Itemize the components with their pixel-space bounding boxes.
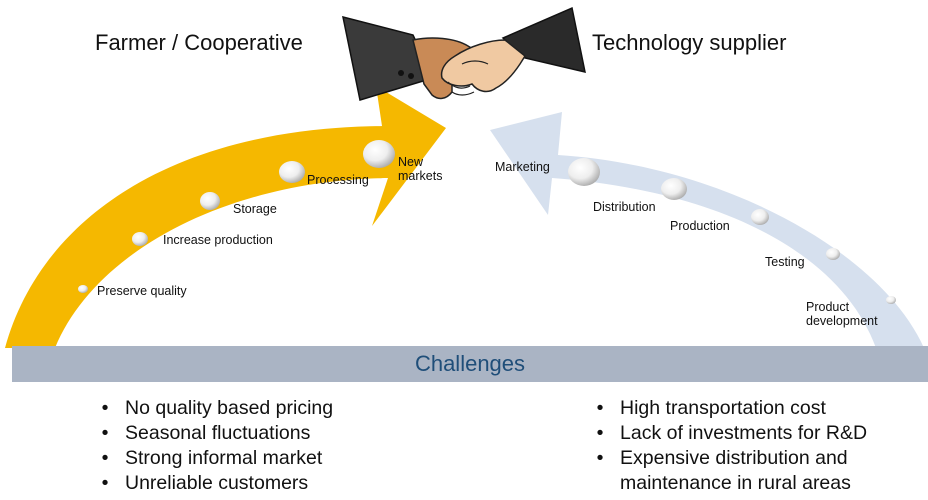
left-progress-arrow	[5, 86, 446, 348]
list-item: • Expensive distribution and	[590, 446, 867, 471]
right-step-marker-2	[661, 178, 687, 200]
bullet-icon: •	[101, 397, 109, 419]
right-step-label-2: Distribution	[593, 200, 656, 214]
challenge-text: No quality based pricing	[125, 397, 334, 419]
left-step-marker-3	[200, 192, 220, 210]
list-item: • Strong informal market	[95, 446, 333, 471]
list-item: • Lack of investments for R&D	[590, 421, 868, 446]
challenge-text: Seasonal fluctuations	[125, 422, 311, 444]
left-step-label-5: New markets	[398, 155, 443, 183]
handshake-icon	[342, 6, 586, 101]
right-step-marker-3	[751, 209, 769, 225]
left-step-label-2: Increase production	[163, 233, 273, 247]
bullet-icon: •	[596, 422, 604, 444]
bullet-icon: •	[101, 447, 109, 469]
left-step-marker-4	[279, 161, 305, 183]
challenge-text: High transportation cost	[620, 397, 826, 419]
right-step-marker-1	[568, 158, 600, 186]
left-step-label-3: Storage	[233, 202, 277, 216]
bullet-icon: •	[101, 422, 109, 444]
bullet-icon: •	[596, 447, 604, 469]
left-step-marker-5	[363, 140, 395, 168]
challenge-text: Strong informal market	[125, 447, 323, 469]
right-step-label-1: Marketing	[495, 160, 550, 174]
right-step-label-3: Production	[670, 219, 730, 233]
list-item: • Seasonal fluctuations	[95, 421, 333, 446]
list-item-continuation: maintenance in rural areas	[590, 471, 867, 496]
left-step-marker-2	[132, 232, 148, 246]
right-step-label-5: Product development	[806, 300, 878, 328]
challenge-text: Expensive distribution and	[620, 447, 848, 469]
left-step-label-1: Preserve quality	[97, 284, 187, 298]
left-step-marker-1	[78, 285, 88, 293]
right-step-marker-4	[826, 248, 840, 260]
challenges-heading: Challenges	[414, 351, 526, 376]
left-step-label-4: Processing	[307, 173, 369, 187]
challenge-text: maintenance in rural areas	[620, 472, 851, 494]
challenges-band: Challenges	[12, 346, 928, 382]
bullet-icon: •	[596, 397, 604, 419]
list-item: • No quality based pricing	[95, 396, 334, 421]
challenge-text: Unreliable customers	[125, 472, 309, 494]
list-item: • High transportation cost	[590, 396, 867, 421]
right-challenges-list: • High transportation cost • Lack of inves…	[590, 396, 868, 496]
left-challenges-list: • No quality based pricing • Seasonal fluc…	[95, 396, 334, 496]
right-party-title: Technology supplier	[592, 30, 787, 55]
right-step-marker-5	[886, 296, 896, 304]
challenge-text: Lack of investments for R&D	[620, 422, 868, 444]
right-step-label-4: Testing	[765, 255, 805, 269]
list-item: • Unreliable customers	[95, 471, 333, 496]
left-party-title: Farmer / Cooperative	[95, 30, 303, 55]
bullet-icon: •	[101, 472, 109, 494]
